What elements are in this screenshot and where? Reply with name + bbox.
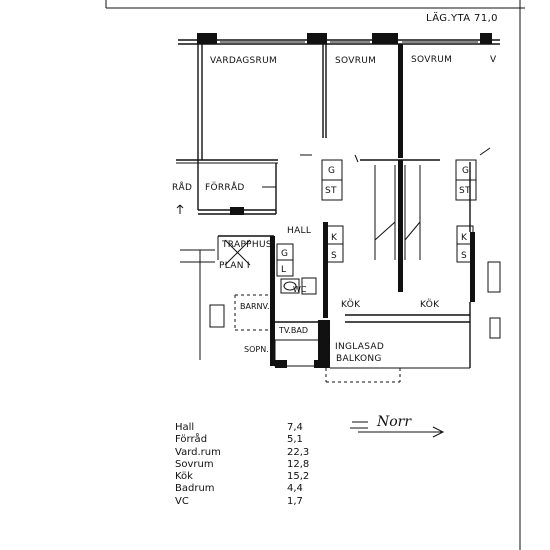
- room-sopn: SOPN.: [244, 345, 269, 354]
- cabinet-k-2: K: [461, 233, 468, 243]
- area-value: 5,1: [287, 434, 303, 446]
- kitchen-counters: [345, 261, 501, 368]
- wardrobe-g-1: G: [328, 166, 335, 176]
- room-forrad-left: RÅD: [172, 181, 192, 193]
- table-row: Sovrum 12,8: [175, 459, 335, 471]
- cabinet-k-1: K: [331, 233, 338, 243]
- room-tvbad: TV.BAD: [278, 326, 308, 335]
- small-marks: [176, 147, 491, 214]
- wardrobe-block-2: G ST: [455, 159, 477, 201]
- room-plan: PLAN I: [219, 261, 250, 271]
- area-value: 15,2: [287, 471, 310, 483]
- balcony: [318, 320, 470, 383]
- area-name: Vard.rum: [175, 446, 221, 458]
- wardrobe-block-1: G ST: [321, 159, 343, 201]
- wardrobe-st-2: ST: [459, 186, 471, 196]
- cabinet-s-1: S: [331, 251, 337, 261]
- cabinet-block-1: K S: [326, 225, 344, 263]
- room-hall: HALL: [287, 226, 311, 236]
- room-balkong-1: INGLASAD: [335, 342, 384, 352]
- area-name: Hall: [175, 422, 195, 433]
- room-wc: WC: [293, 285, 307, 294]
- cabinet-block-2: K S: [456, 225, 474, 263]
- room-trapphus: TRAPPHUS: [221, 240, 272, 250]
- room-edge-v: V: [490, 55, 497, 65]
- area-value: 7,4: [287, 422, 303, 433]
- table-row: VC 1,7: [175, 496, 335, 508]
- wardrobe-st-1: ST: [325, 186, 337, 196]
- room-balkong-2: BALKONG: [336, 354, 382, 364]
- north-arrow: Norr: [350, 414, 445, 438]
- area-name: Kök: [175, 471, 193, 483]
- table-row: Vard.rum 22,3: [175, 447, 335, 459]
- room-forrad: FÖRRÅD: [205, 181, 245, 193]
- north-wall: [178, 33, 500, 45]
- area-name: VC: [175, 495, 189, 507]
- area-name: Förråd: [175, 434, 208, 446]
- area-value: 22,3: [287, 446, 310, 458]
- area-table: Hall 7,4 Förråd 5,1 Vard.rum 22,3 Sovrum…: [175, 422, 335, 508]
- area-name: Badrum: [175, 483, 215, 495]
- area-value: 12,8: [287, 458, 310, 470]
- cabinet-s-2: S: [461, 251, 467, 261]
- wardrobe-g-2: G: [462, 166, 469, 176]
- room-kok-2: KÖK: [420, 299, 440, 310]
- room-sovrum-2: SOVRUM: [411, 55, 452, 65]
- room-vardagsrum: VARDAGSRUM: [210, 56, 277, 66]
- area-value: 1,7: [287, 495, 303, 507]
- closet-l: L: [281, 265, 286, 275]
- room-sovrum-1: SOVRUM: [335, 56, 376, 66]
- table-row: Badrum 4,4: [175, 483, 335, 495]
- closet-gl: G L: [276, 243, 294, 277]
- area-header: LÄG.YTA 71,0: [426, 11, 498, 24]
- north-label: Norr: [376, 414, 412, 430]
- table-row: Förråd 5,1: [175, 434, 335, 446]
- barnvagn-room: [209, 294, 270, 331]
- area-name: Sovrum: [175, 458, 214, 470]
- table-row: Kök 15,2: [175, 471, 335, 483]
- closet-g: G: [281, 249, 288, 259]
- room-kok-1: KÖK: [341, 299, 361, 310]
- room-barnv: BARNV.: [240, 302, 270, 311]
- area-value: 4,4: [287, 483, 303, 495]
- stair-area: [180, 235, 275, 366]
- interior-walls: [176, 44, 475, 318]
- table-row: Hall 7,4: [175, 422, 335, 434]
